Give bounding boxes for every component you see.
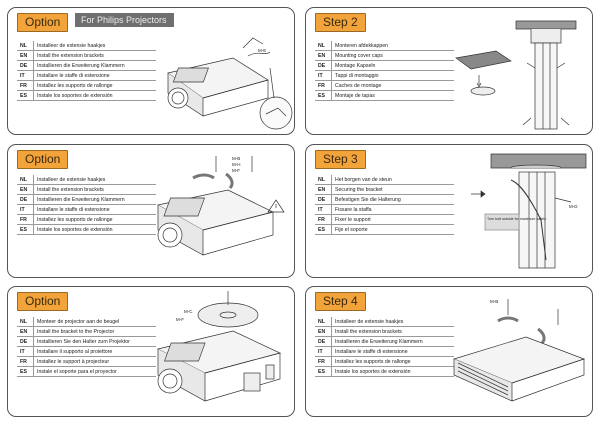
part-label: M-H <box>232 162 241 167</box>
projector-illustration: M-E <box>167 37 293 130</box>
part-label: M-E <box>258 48 266 53</box>
panel-tag: Option <box>17 13 69 32</box>
projector-brackets-illustration: M-B <box>452 299 586 402</box>
safety-note: Turn bolt outside for maximum safety <box>487 217 546 221</box>
projector-bracket-illustration: M-B M-H M-F <box>157 156 285 256</box>
panel-tag: Option <box>17 150 69 169</box>
panel-tag: Step 2 <box>315 13 366 32</box>
part-label: M-D <box>569 204 578 209</box>
part-label: M-C <box>184 309 193 314</box>
pole-securing-illustration: M-D Turn bolt outside for maximum safety <box>471 153 587 269</box>
panel-tag: Step 4 <box>315 292 366 311</box>
part-label: M-B <box>490 299 498 304</box>
part-label: M-F <box>176 317 184 322</box>
ceiling-pole-illustration <box>455 20 577 130</box>
part-label: M-F <box>232 168 240 173</box>
projector-mount-illustration: M-C M-F <box>156 291 282 402</box>
panel-tag: Option <box>17 292 69 311</box>
panel-subtag: For Philips Projectors <box>75 13 174 27</box>
part-label: M-B <box>232 156 240 161</box>
panel-tag: Step 3 <box>315 150 366 169</box>
